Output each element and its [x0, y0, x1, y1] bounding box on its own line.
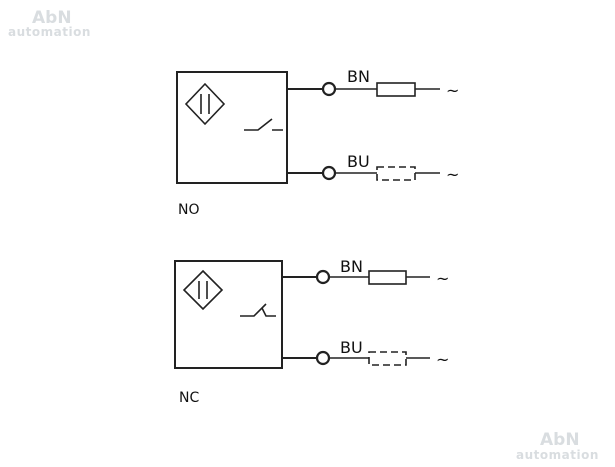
watermark-brand: AbN: [32, 8, 72, 28]
load-resistor: [376, 82, 416, 97]
supply-symbol-bottom: ~: [446, 165, 459, 184]
capacitive-sensor-icon: [184, 82, 226, 126]
terminal-bottom: [315, 350, 331, 366]
watermark-bottom-right: AbN automation: [516, 430, 599, 462]
sensor-body: [174, 260, 283, 369]
optional-load: [368, 351, 407, 366]
capacitive-sensor-icon: [182, 269, 224, 311]
supply-symbol-bottom: ~: [436, 350, 449, 369]
sensor-diagram-nc: BN ~ BU ~ NC: [174, 257, 449, 406]
output-type-label: NC: [179, 390, 199, 406]
no-contact-icon: [244, 118, 283, 131]
sensor-body: [176, 71, 288, 184]
wire-label-bn: BN: [340, 257, 363, 276]
load-resistor: [368, 270, 407, 285]
watermark-sub: automation: [8, 25, 91, 39]
supply-symbol-top: ~: [446, 81, 459, 100]
wire-label-bu: BU: [340, 338, 363, 357]
nc-contact-icon: [240, 303, 276, 317]
terminal-bottom: [321, 165, 337, 181]
output-type-label: NO: [178, 202, 200, 218]
optional-load: [376, 166, 416, 181]
wire-label-bn: BN: [347, 67, 370, 86]
terminal-top: [315, 269, 331, 285]
supply-symbol-top: ~: [436, 269, 449, 288]
terminal-top: [321, 81, 337, 97]
wire-label-bu: BU: [347, 152, 370, 171]
watermark-brand: AbN: [540, 430, 580, 450]
sensor-diagram-no: BN ~ BU ~ NO: [176, 67, 459, 218]
watermark-top-left: AbN automation: [8, 8, 91, 39]
watermark-sub: automation: [516, 448, 599, 462]
